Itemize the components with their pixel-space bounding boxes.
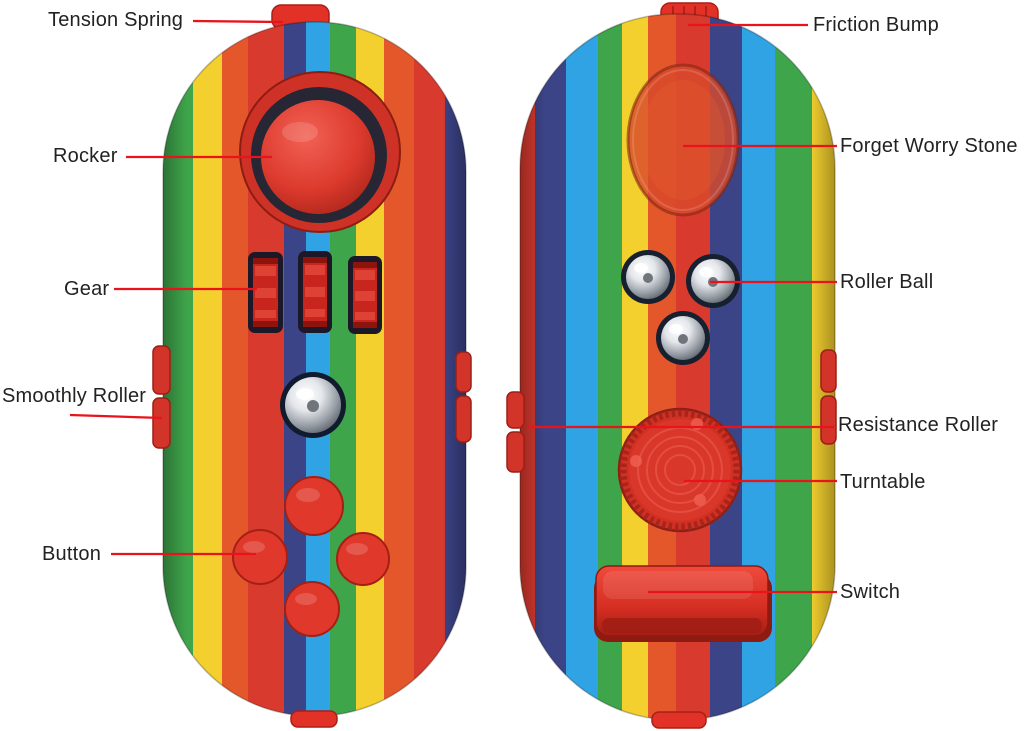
label-friction-bump: Friction Bump — [813, 14, 939, 36]
fidget-pad-back — [506, 2, 837, 729]
bottom-nub-back — [651, 711, 707, 729]
gear-1 — [248, 252, 283, 333]
label-roller-ball: Roller Ball — [840, 271, 934, 293]
label-forget-worry-stone: Forget Worry Stone — [840, 135, 1018, 157]
fidget-pad-front — [152, 4, 472, 728]
rainbow-stripes-right — [520, 14, 835, 720]
label-resistance-roller: Resistance Roller — [838, 414, 999, 436]
roller-ball-1 — [621, 250, 675, 304]
button-cluster — [232, 476, 390, 637]
label-tension-spring: Tension Spring — [48, 9, 184, 31]
gear-3 — [348, 256, 382, 334]
gear-set — [248, 251, 382, 334]
label-switch: Switch — [840, 581, 901, 603]
button-top — [284, 476, 344, 536]
roller-ball-3 — [656, 311, 710, 365]
turntable — [617, 407, 743, 533]
label-turntable: Turntable — [840, 471, 926, 493]
leader-line-smoothly-roller — [69, 413, 163, 420]
leader-lines — [69, 19, 837, 594]
label-smoothly-roller: Smoothly Roller — [2, 385, 147, 407]
bottom-nub-front — [290, 710, 338, 728]
label-rocker: Rocker — [53, 145, 118, 167]
resistance-roller-tabs — [506, 349, 837, 473]
label-gear: Gear — [64, 278, 110, 300]
button-right — [336, 532, 390, 586]
button-bottom — [284, 581, 340, 637]
forget-worry-stone — [626, 63, 740, 217]
rocker — [239, 71, 401, 233]
leader-line-tension-spring — [192, 19, 284, 24]
roller-ball-front — [280, 372, 346, 438]
smoothly-roller-tabs — [152, 345, 472, 449]
label-button: Button — [42, 543, 102, 565]
switch — [594, 565, 772, 642]
button-left — [232, 529, 288, 585]
gear-2 — [298, 251, 332, 333]
